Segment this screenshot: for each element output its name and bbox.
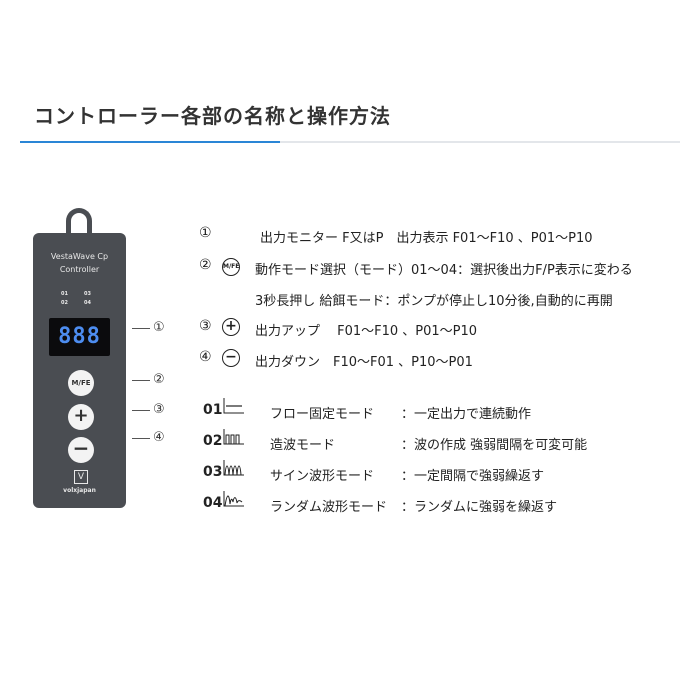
item-1-number: ① [199, 225, 212, 241]
device-model: VestaWave Cp [50, 252, 109, 261]
wave-mode-icon [223, 429, 244, 445]
item-4-number: ④ [199, 349, 212, 365]
item-2-subtext: 3秒長押し 給餌モード：ポンプが停止し10分後,自動的に再開 [255, 294, 613, 309]
mode-4-desc: ：ランダムに強弱を繰返す [401, 500, 558, 515]
item-2-number: ② [199, 257, 212, 273]
mode-3-desc: ：一定間隔で強弱繰返す [401, 469, 545, 484]
callout-line-2 [132, 380, 150, 381]
page-title: コントローラー各部の名称と操作方法 [34, 104, 391, 128]
title-accent-bar [20, 141, 280, 143]
callout-line-1 [132, 328, 150, 329]
sine-mode-icon [223, 460, 244, 476]
lcd-display: 888 [49, 318, 110, 356]
volx-logo-icon: V [74, 470, 88, 484]
item-3-number: ③ [199, 318, 212, 334]
mode-label-02: 02 [61, 300, 68, 306]
minus-icon: − [222, 349, 240, 367]
mode-4-number: 04 [203, 495, 223, 511]
item-4-text: 出力ダウン F10〜F01 、P10〜P01 [255, 355, 473, 370]
flow-mode-icon [223, 398, 244, 414]
callout-3: ③ [153, 402, 165, 417]
mode-label-04: 04 [84, 300, 91, 306]
callout-line-3 [132, 410, 150, 411]
callout-4: ④ [153, 430, 165, 445]
item-3-text: 出力アップ F01〜F10 、P01〜P10 [255, 324, 478, 339]
callout-1: ① [153, 320, 165, 335]
title-divider [20, 141, 680, 143]
mode-label-03: 03 [84, 291, 91, 297]
mode-label-01: 01 [61, 291, 68, 297]
callout-2: ② [153, 372, 165, 387]
hook-hole [74, 216, 84, 226]
callout-line-4 [132, 438, 150, 439]
plus-button[interactable]: + [68, 404, 94, 430]
brand-label: volxjapan [63, 487, 96, 494]
mfe-icon: M/FE [222, 258, 240, 276]
item-2-text: 動作モード選択（モード）01〜04：選択後出力F/P表示に変わる [255, 263, 633, 278]
mode-2-name: 造波モード [270, 438, 336, 453]
mode-1-desc: ：一定出力で連続動作 [401, 407, 532, 422]
mode-1-name: フロー固定モード [270, 407, 375, 422]
device-subtitle: Controller [59, 265, 100, 274]
plus-icon: + [222, 318, 240, 336]
mfe-button[interactable]: M/FE [68, 370, 94, 396]
mode-2-number: 02 [203, 433, 223, 449]
hanging-hook [66, 208, 92, 238]
mode-1-number: 01 [203, 402, 223, 418]
item-1-text: 出力モニター F又はP 出力表示 F01〜F10 、P01〜P10 [260, 231, 593, 246]
mode-3-name: サイン波形モード [270, 469, 375, 484]
mode-3-number: 03 [203, 464, 223, 480]
random-mode-icon [223, 491, 244, 507]
mode-4-name: ランダム波形モード [270, 500, 388, 515]
minus-button[interactable]: − [68, 437, 94, 463]
mode-2-desc: ：波の作成 強弱間隔を可変可能 [401, 438, 588, 453]
